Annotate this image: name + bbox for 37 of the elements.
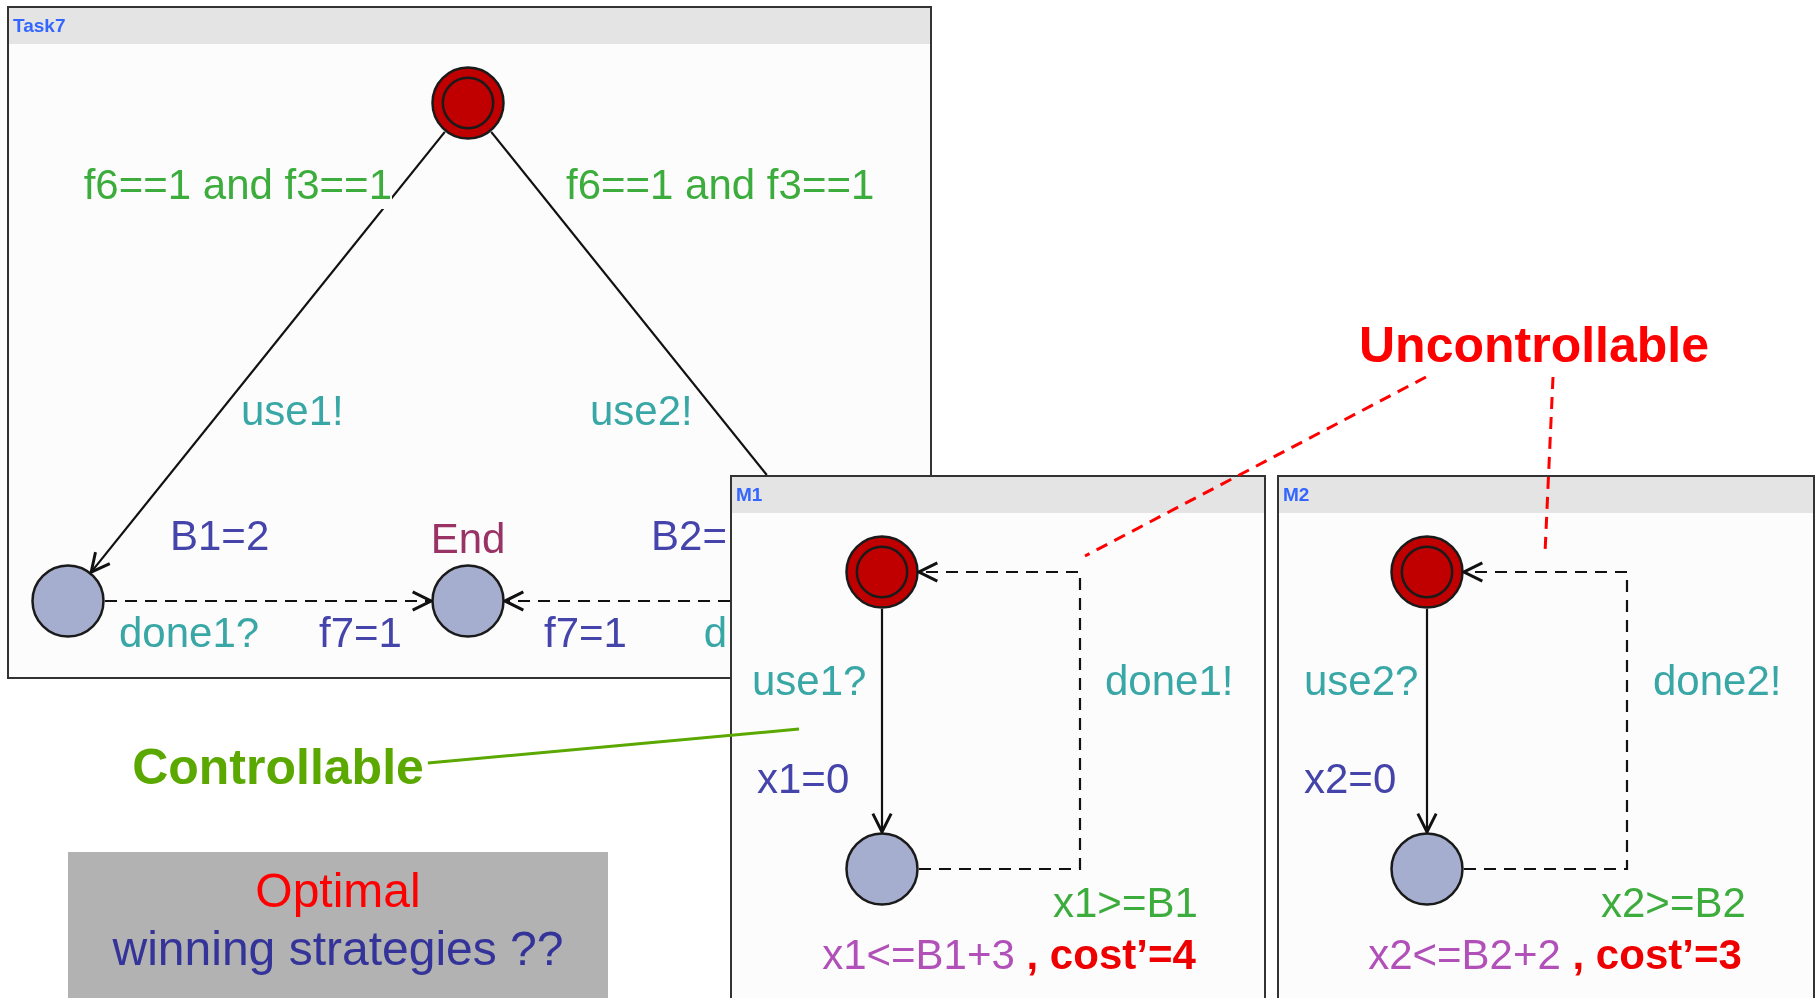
location-circle bbox=[845, 832, 919, 906]
callout-text: Uncontrollable bbox=[1359, 317, 1709, 373]
panel-title: M1 bbox=[736, 484, 763, 506]
transition-label: use1! bbox=[241, 387, 344, 435]
callout-text: Controllable bbox=[132, 739, 424, 795]
initial-location-circle bbox=[1390, 535, 1464, 609]
transition-arrow bbox=[105, 590, 433, 612]
initial-location-circle bbox=[431, 66, 505, 140]
panel-title: Task7 bbox=[13, 15, 66, 37]
invariant-label: x1<=B1+3 , cost’=4 bbox=[822, 931, 1196, 979]
transition-label: B2= bbox=[651, 512, 727, 560]
leader-line bbox=[427, 727, 800, 765]
transition-label: f7=1 bbox=[319, 609, 402, 657]
transition-label: use2! bbox=[590, 387, 693, 435]
invariant-label: x2<=B2+2 , cost’=3 bbox=[1368, 931, 1742, 979]
transition-arrow bbox=[1416, 609, 1438, 834]
transition-label: d bbox=[703, 609, 727, 657]
note-text: Optimal bbox=[255, 863, 421, 919]
location-name: End bbox=[429, 514, 507, 564]
transition-label: x1>=B1 bbox=[1053, 879, 1198, 927]
transition-label: B1=2 bbox=[170, 512, 270, 560]
location-circle bbox=[31, 564, 105, 638]
leader-line bbox=[1084, 375, 1427, 558]
transition-arrow bbox=[917, 561, 1082, 871]
transition-label: x2=0 bbox=[1304, 755, 1397, 803]
transition-arrow bbox=[89, 131, 446, 574]
initial-location-circle bbox=[845, 535, 919, 609]
transition-arrow bbox=[503, 590, 730, 612]
transition-label: f7=1 bbox=[544, 609, 627, 657]
panel-title: M2 bbox=[1283, 484, 1310, 506]
note-text: winning strategies ?? bbox=[112, 921, 564, 977]
location-circle bbox=[1390, 832, 1464, 906]
transition-label: x1=0 bbox=[757, 755, 850, 803]
note-box bbox=[68, 852, 608, 998]
transition-arrow bbox=[871, 609, 893, 834]
transition-arrow bbox=[1462, 561, 1629, 871]
transition-label: x2>=B2 bbox=[1601, 879, 1746, 927]
